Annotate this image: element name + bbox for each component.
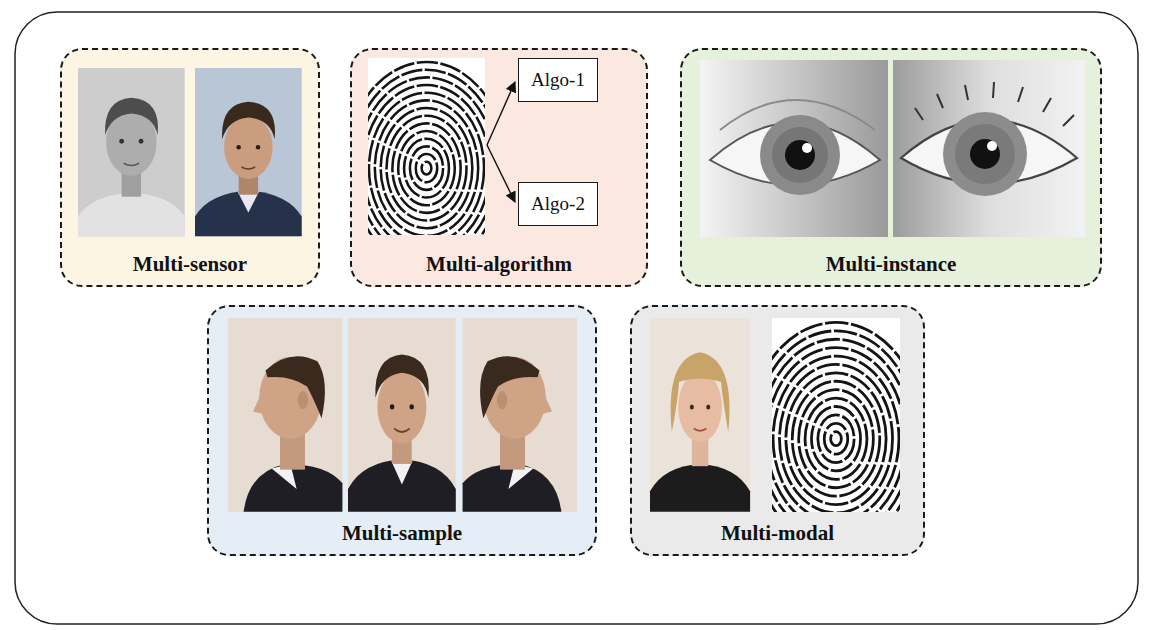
face-photo-profile [463, 318, 577, 512]
face-photo-profile [228, 318, 342, 512]
face-photo-front [348, 318, 456, 512]
technique-panel: Multi-modal [630, 305, 925, 556]
algorithm-box: Algo-1 [518, 58, 598, 102]
technique-label: Multi-modal [721, 521, 834, 545]
face-photo-grey [78, 68, 185, 236]
technique-panel: Multi-instance [680, 48, 1102, 287]
technique-label: Multi-instance [826, 252, 957, 276]
split-arrow [487, 82, 515, 145]
algorithm-label: Algo-2 [531, 194, 585, 215]
eye-image-right [893, 60, 1085, 237]
fingerprint-image [346, 58, 508, 274]
technique-panel: Multi-sample [207, 305, 597, 556]
eye-image-left [700, 60, 888, 237]
split-arrow [487, 145, 515, 202]
face-photo-woman [650, 318, 750, 512]
technique-label: Multi-sample [342, 521, 462, 545]
algorithm-box: Algo-2 [518, 182, 598, 226]
outer-frame [15, 12, 1138, 624]
fingerprint-image [747, 318, 924, 555]
technique-label: Multi-algorithm [426, 252, 572, 276]
technique-label: Multi-sensor [133, 252, 247, 276]
technique-panel: Algo-1Algo-2Multi-algorithm [350, 48, 648, 287]
face-photo-colour [195, 68, 302, 236]
technique-panel: Multi-sensor [60, 48, 320, 287]
algorithm-label: Algo-1 [531, 70, 585, 91]
